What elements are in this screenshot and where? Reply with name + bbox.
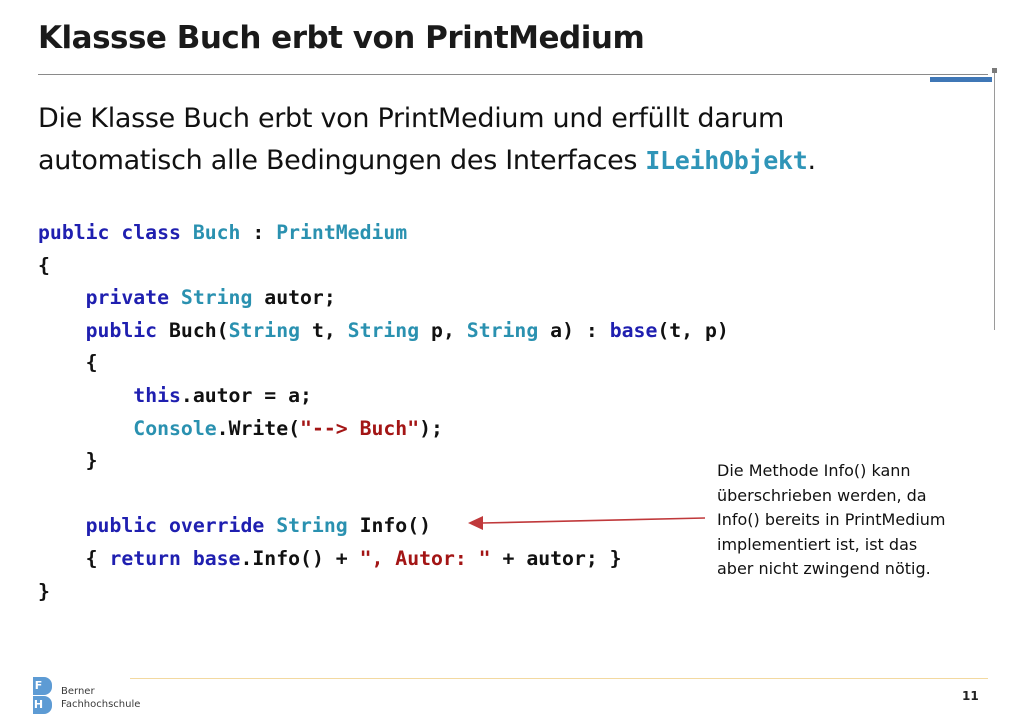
code-token [38, 319, 86, 342]
info-callout: Die Methode Info() kann überschrieben wer… [717, 459, 977, 582]
page-number: 11 [962, 689, 979, 703]
logo-letter-h: H [33, 696, 44, 714]
intro-line-1: Die Klasse Buch erbt von PrintMedium und… [38, 103, 785, 134]
callout-line: Die Methode Info() kann [717, 461, 911, 480]
code-token: String [466, 318, 539, 342]
code-line: } [38, 576, 729, 609]
code-token: Info() [347, 514, 432, 538]
logo-line-1: Berner [61, 686, 95, 697]
code-token: PrintMedium [276, 221, 408, 244]
logo-mark: F H [33, 677, 53, 714]
accent-vertical-line [994, 68, 995, 330]
code-token: .Write( [216, 416, 301, 440]
code-line: { [38, 347, 729, 380]
intro-paragraph: Die Klasse Buch erbt von PrintMedium und… [38, 98, 938, 182]
slide-title: Klassse Buch erbt von PrintMedium [38, 20, 645, 56]
code-token: String [180, 286, 253, 310]
code-line: public Buch(String t, String p, String a… [38, 315, 729, 348]
code-token: Buch [192, 221, 241, 244]
code-token: : [240, 221, 277, 244]
code-token: .autor = a; [180, 383, 312, 407]
code-token: p, [419, 318, 467, 342]
code-token: public class [38, 221, 193, 244]
code-token: String [347, 318, 420, 342]
code-token: { [38, 546, 110, 570]
code-line: public override String Info() [38, 510, 729, 543]
code-token: return base [109, 546, 241, 570]
interface-name: ILeihObjekt [645, 146, 808, 175]
intro-line-2: automatisch alle Bedingungen des Interfa… [38, 140, 938, 182]
code-token: base [609, 318, 658, 342]
code-token: a) : [538, 318, 610, 342]
code-token: .Info() + [240, 546, 360, 570]
code-token: } [38, 449, 98, 473]
code-token: public [85, 318, 170, 342]
code-token: t, [300, 318, 348, 342]
code-token: Buch( [169, 318, 229, 342]
callout-line: Info() bereits in PrintMedium [717, 510, 946, 529]
code-token: { [38, 253, 50, 277]
accent-dot [992, 68, 997, 73]
intro-line-2-text: automatisch alle Bedingungen des Interfa… [38, 145, 638, 176]
code-block: public class Buch : PrintMedium { private… [38, 217, 729, 608]
code-token: private [85, 286, 181, 310]
code-token: public override [85, 514, 277, 538]
code-token [38, 514, 86, 537]
code-token: "--> Buch" [300, 416, 420, 440]
footer-divider [130, 678, 988, 679]
logo-line-2: Fachhochschule [61, 699, 141, 710]
code-token: String [276, 514, 348, 538]
code-line [38, 478, 729, 511]
code-line: private String autor; [38, 282, 729, 315]
accent-bar [930, 77, 992, 82]
code-token: + autor; } [490, 546, 622, 570]
logo-text: Berner Fachhochschule [61, 685, 140, 711]
code-token: ", Autor: " [359, 546, 491, 570]
intro-line-2-end: . [807, 145, 816, 176]
code-token: { [38, 351, 98, 375]
title-divider [38, 74, 988, 75]
code-token: } [38, 579, 50, 603]
logo-letter-f: F [33, 677, 44, 695]
callout-line: überschrieben werden, da [717, 485, 927, 505]
code-line: { return base.Info() + ", Autor: " + aut… [38, 543, 729, 576]
code-token: autor; [252, 286, 336, 310]
code-line: { [38, 250, 729, 283]
bfh-logo: F H Berner Fachhochschule [33, 677, 153, 717]
callout-line: aber nicht zwingend nötig. [717, 559, 931, 578]
code-token [38, 286, 86, 309]
code-line: this.autor = a; [38, 380, 729, 413]
code-line: public class Buch : PrintMedium [38, 217, 729, 250]
code-token: Console [133, 416, 217, 440]
code-token: this [133, 383, 181, 407]
code-token: String [228, 318, 301, 342]
code-line: Console.Write("--> Buch"); [38, 413, 729, 446]
code-line: } [38, 445, 729, 478]
callout-line: implementiert ist, ist das [717, 534, 918, 554]
code-token [38, 417, 133, 440]
code-token [38, 384, 133, 407]
code-token: (t, p) [657, 318, 729, 342]
code-token: ); [419, 416, 443, 440]
